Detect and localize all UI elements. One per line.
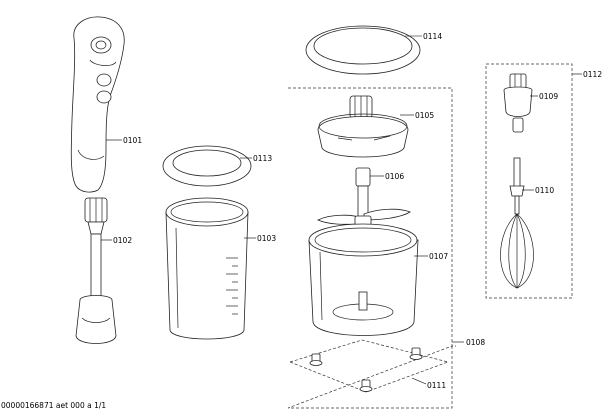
base-feet-part (288, 339, 450, 393)
gear-unit-part (317, 95, 409, 158)
label-0106: 0106 (385, 172, 404, 181)
label-0113: 0113 (253, 154, 272, 163)
whisk-gear-part (503, 73, 533, 133)
label-0101: 0101 (123, 136, 142, 145)
chopping-blade-part (317, 167, 411, 227)
blender-foot-part (75, 197, 117, 344)
measuring-beaker-part (165, 197, 249, 340)
label-0114: 0114 (423, 32, 442, 41)
whisk-part (500, 157, 534, 289)
label-0112: 0112 (583, 70, 602, 79)
chopper-group-outline (287, 87, 456, 409)
document-code: 00000166871 aet 000 a 1/1 (1, 401, 107, 410)
chopper-cover-part (305, 25, 421, 75)
chopper-bowl-part (308, 223, 419, 336)
label-0103: 0103 (257, 234, 276, 243)
label-0109: 0109 (539, 92, 558, 101)
whisk-group-outline (485, 63, 573, 299)
label-0105: 0105 (415, 111, 434, 120)
label-0110: 0110 (535, 186, 554, 195)
label-0108: 0108 (466, 338, 485, 347)
beaker-lid-part (162, 145, 252, 187)
motor-handle-part (70, 16, 125, 193)
label-0107: 0107 (429, 252, 448, 261)
label-0111: 0111 (427, 381, 446, 390)
label-0102: 0102 (113, 236, 132, 245)
